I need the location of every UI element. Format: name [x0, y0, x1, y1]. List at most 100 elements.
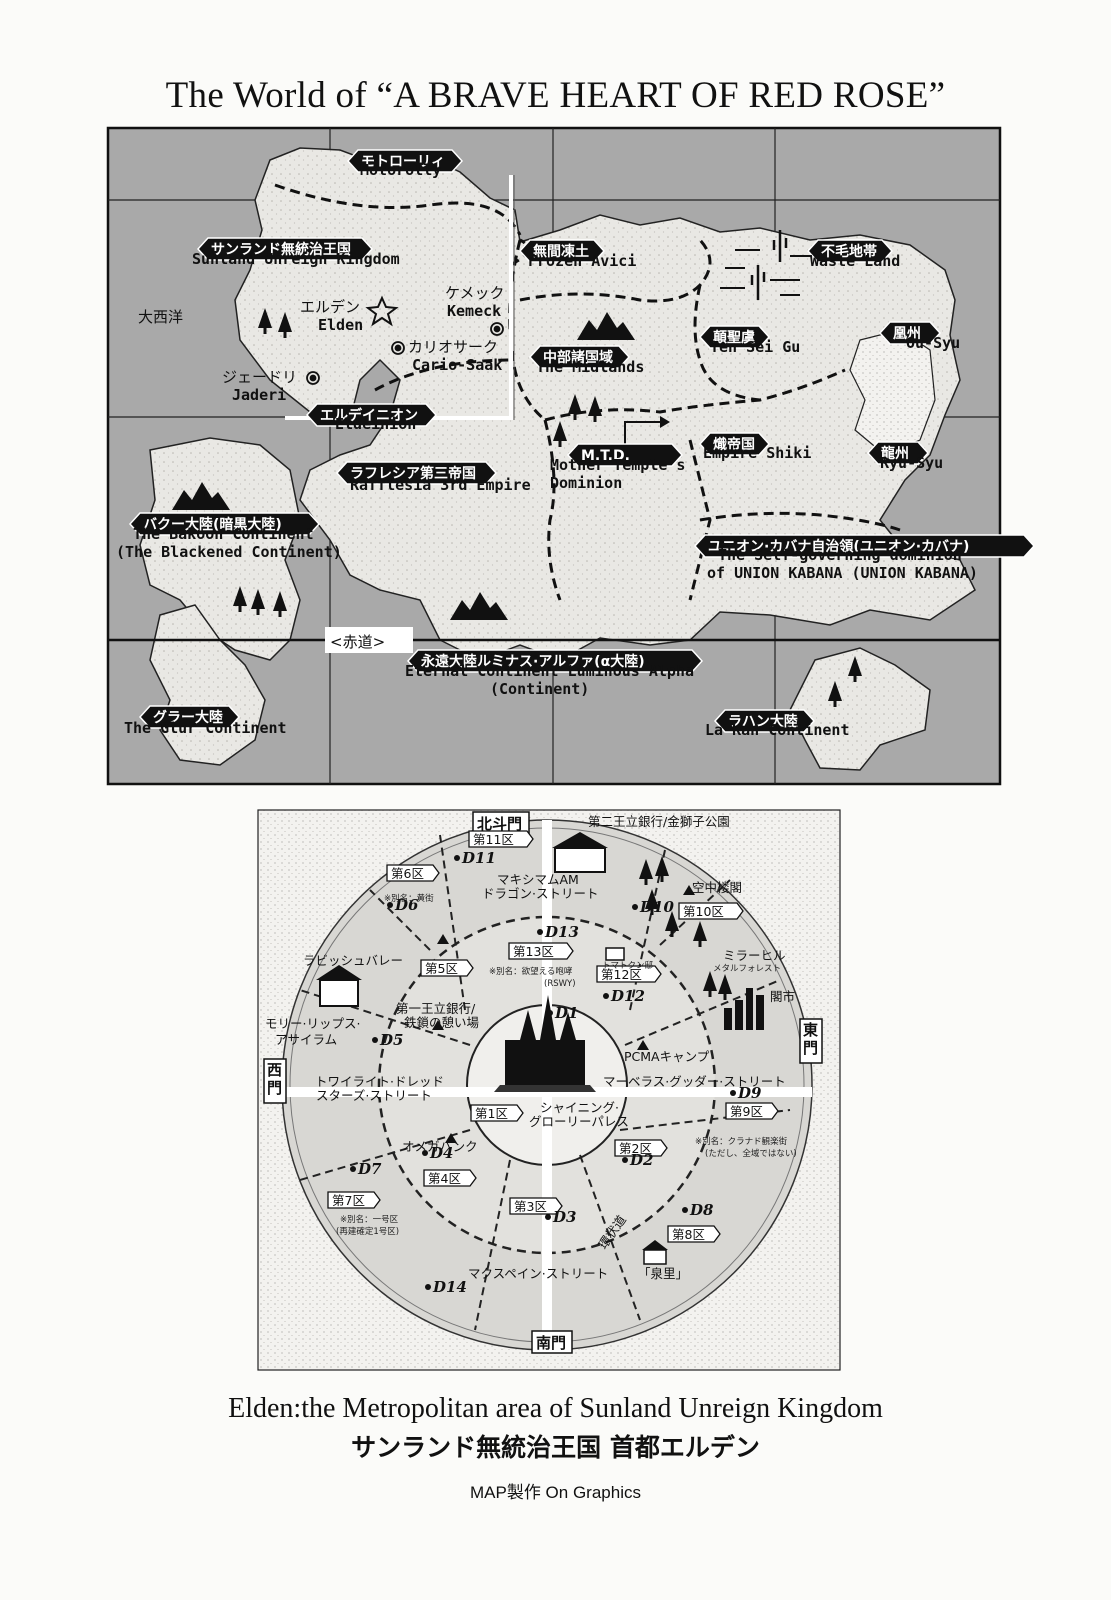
- region-name-line2: (Continent): [490, 680, 589, 698]
- place-rabbish: ラビッシュバレー: [303, 953, 403, 968]
- place-maximam-2: ドラゴン·ストリート: [482, 886, 598, 901]
- district-sign: [420, 959, 474, 977]
- place-mira-forest: メタルフォレスト: [713, 964, 781, 974]
- region-name: The Glur Continent: [124, 719, 287, 737]
- ocean-label: 大西洋: [138, 308, 183, 326]
- place-first-bank-2: 鉄鎖の憩い場: [404, 1015, 479, 1030]
- landmark-marker-icon: [432, 885, 695, 1143]
- region-tag-label: 龍州: [881, 445, 909, 462]
- city-skyline-icon: [724, 988, 764, 1030]
- district-label: D12: [610, 987, 645, 1005]
- region-tag: [335, 461, 498, 485]
- region-tag-label: 熾帝国: [713, 436, 755, 453]
- note-d9b: (ただし、全域ではない): [705, 1148, 797, 1159]
- svg-text:東: 東: [803, 1021, 818, 1039]
- region-name: Ou-Syu: [906, 334, 960, 352]
- region-tag: [698, 432, 771, 456]
- place-twilight-2: スターズ·ストリート: [316, 1088, 432, 1103]
- region-tag-label: 不毛地帯: [821, 243, 877, 260]
- region-tag-label: 凰州: [893, 326, 921, 342]
- place-second-bank: 第二王立銀行/金獅子公園: [588, 814, 730, 829]
- svg-text:第13区: 第13区: [513, 944, 554, 959]
- city-marker-icon: [306, 322, 504, 385]
- svg-text:第1区: 第1区: [475, 1106, 508, 1121]
- svg-text:南門: 南門: [536, 1334, 566, 1352]
- district-label: D4: [429, 1144, 453, 1162]
- note-d13b: (RSWY): [544, 979, 576, 989]
- district-d11: 第11区 D11: [454, 830, 534, 867]
- note-d7b: (再建確定1号区): [336, 1226, 399, 1237]
- region-tag: [878, 321, 942, 345]
- district-sign: [596, 965, 662, 983]
- district-sign: [468, 830, 534, 848]
- region-tag: [138, 705, 241, 729]
- svg-text:第2区: 第2区: [619, 1141, 652, 1156]
- svg-text:第8区: 第8区: [672, 1227, 705, 1242]
- place-pcma: PCMAキャンプ: [624, 1049, 710, 1064]
- building-icon: [316, 832, 668, 1265]
- place-maximam-1: マキシマムAM: [497, 872, 579, 887]
- page-title: The World of “A BRAVE HEART OF RED ROSE”: [165, 75, 946, 116]
- district-d14: D14: [425, 1278, 467, 1296]
- place-shining-2: グローリーパレス: [529, 1114, 629, 1129]
- region-tag-label: ユニオン·カバナ自治領(ユニオン·カバナ): [708, 538, 969, 555]
- city-kemeck-en: Kemeck: [447, 302, 501, 320]
- district-label: D14: [432, 1278, 467, 1296]
- region-tag-label: 顛聖虞: [712, 329, 756, 346]
- region-name: Sunland Unreign Kingdom: [192, 250, 400, 268]
- place-tomato: トマトクン邸: [602, 961, 654, 971]
- region-name: La Kan Continent: [705, 721, 850, 739]
- arrow-icon: [624, 421, 660, 445]
- svg-text:第4区: 第4区: [428, 1171, 461, 1186]
- district-sign: [386, 864, 440, 882]
- city-cario-jp: カリオサーク: [408, 338, 498, 356]
- svg-text:北斗門: 北斗門: [477, 815, 522, 833]
- district-label: D7: [357, 1160, 382, 1178]
- region-name-line2: Dominion: [550, 474, 622, 492]
- svg-text:第11区: 第11区: [473, 832, 514, 847]
- city-elden-en: Elden: [318, 316, 363, 334]
- note-d7a: ※別名：一号区: [340, 1214, 399, 1225]
- region-tag: [713, 709, 816, 733]
- city-elden-jp: エルデン: [300, 298, 360, 316]
- district-label: D3: [552, 1208, 576, 1226]
- region-tag: [698, 325, 771, 349]
- region-name: Ryu-Syu: [880, 454, 943, 472]
- district-label: D13: [544, 923, 579, 941]
- city-jaderi-en: Jaderi: [232, 386, 286, 404]
- city-jaderi-jp: ジェードリ: [222, 368, 297, 386]
- city-cario-en: Cario-Saak: [412, 356, 502, 374]
- svg-text:門: 門: [803, 1039, 818, 1057]
- district-label: D11: [461, 849, 496, 867]
- region-tag: [128, 512, 321, 536]
- caption-japanese: サンランド無統治王国 首都エルデン: [351, 1433, 760, 1462]
- region-tag: [528, 345, 631, 369]
- region-13: ユニオン·カバナ自治領(ユニオン·カバナ)The Self-governing …: [693, 534, 1036, 582]
- castle-icon: [494, 995, 596, 1092]
- place-shining-1: シャイニング·: [540, 1100, 619, 1115]
- region-tag: [305, 403, 438, 427]
- district-d4: 第4区 D4: [422, 1144, 477, 1187]
- place-sky-tower: 空中楼閣: [692, 880, 742, 895]
- region-tag: [566, 443, 684, 467]
- district-label: D1: [554, 1004, 578, 1022]
- region-name: Waste Land: [810, 252, 900, 270]
- svg-text:第7区: 第7区: [332, 1193, 365, 1208]
- equator-label: <赤道>: [330, 633, 385, 651]
- place-kanshi: 閣市: [770, 989, 795, 1004]
